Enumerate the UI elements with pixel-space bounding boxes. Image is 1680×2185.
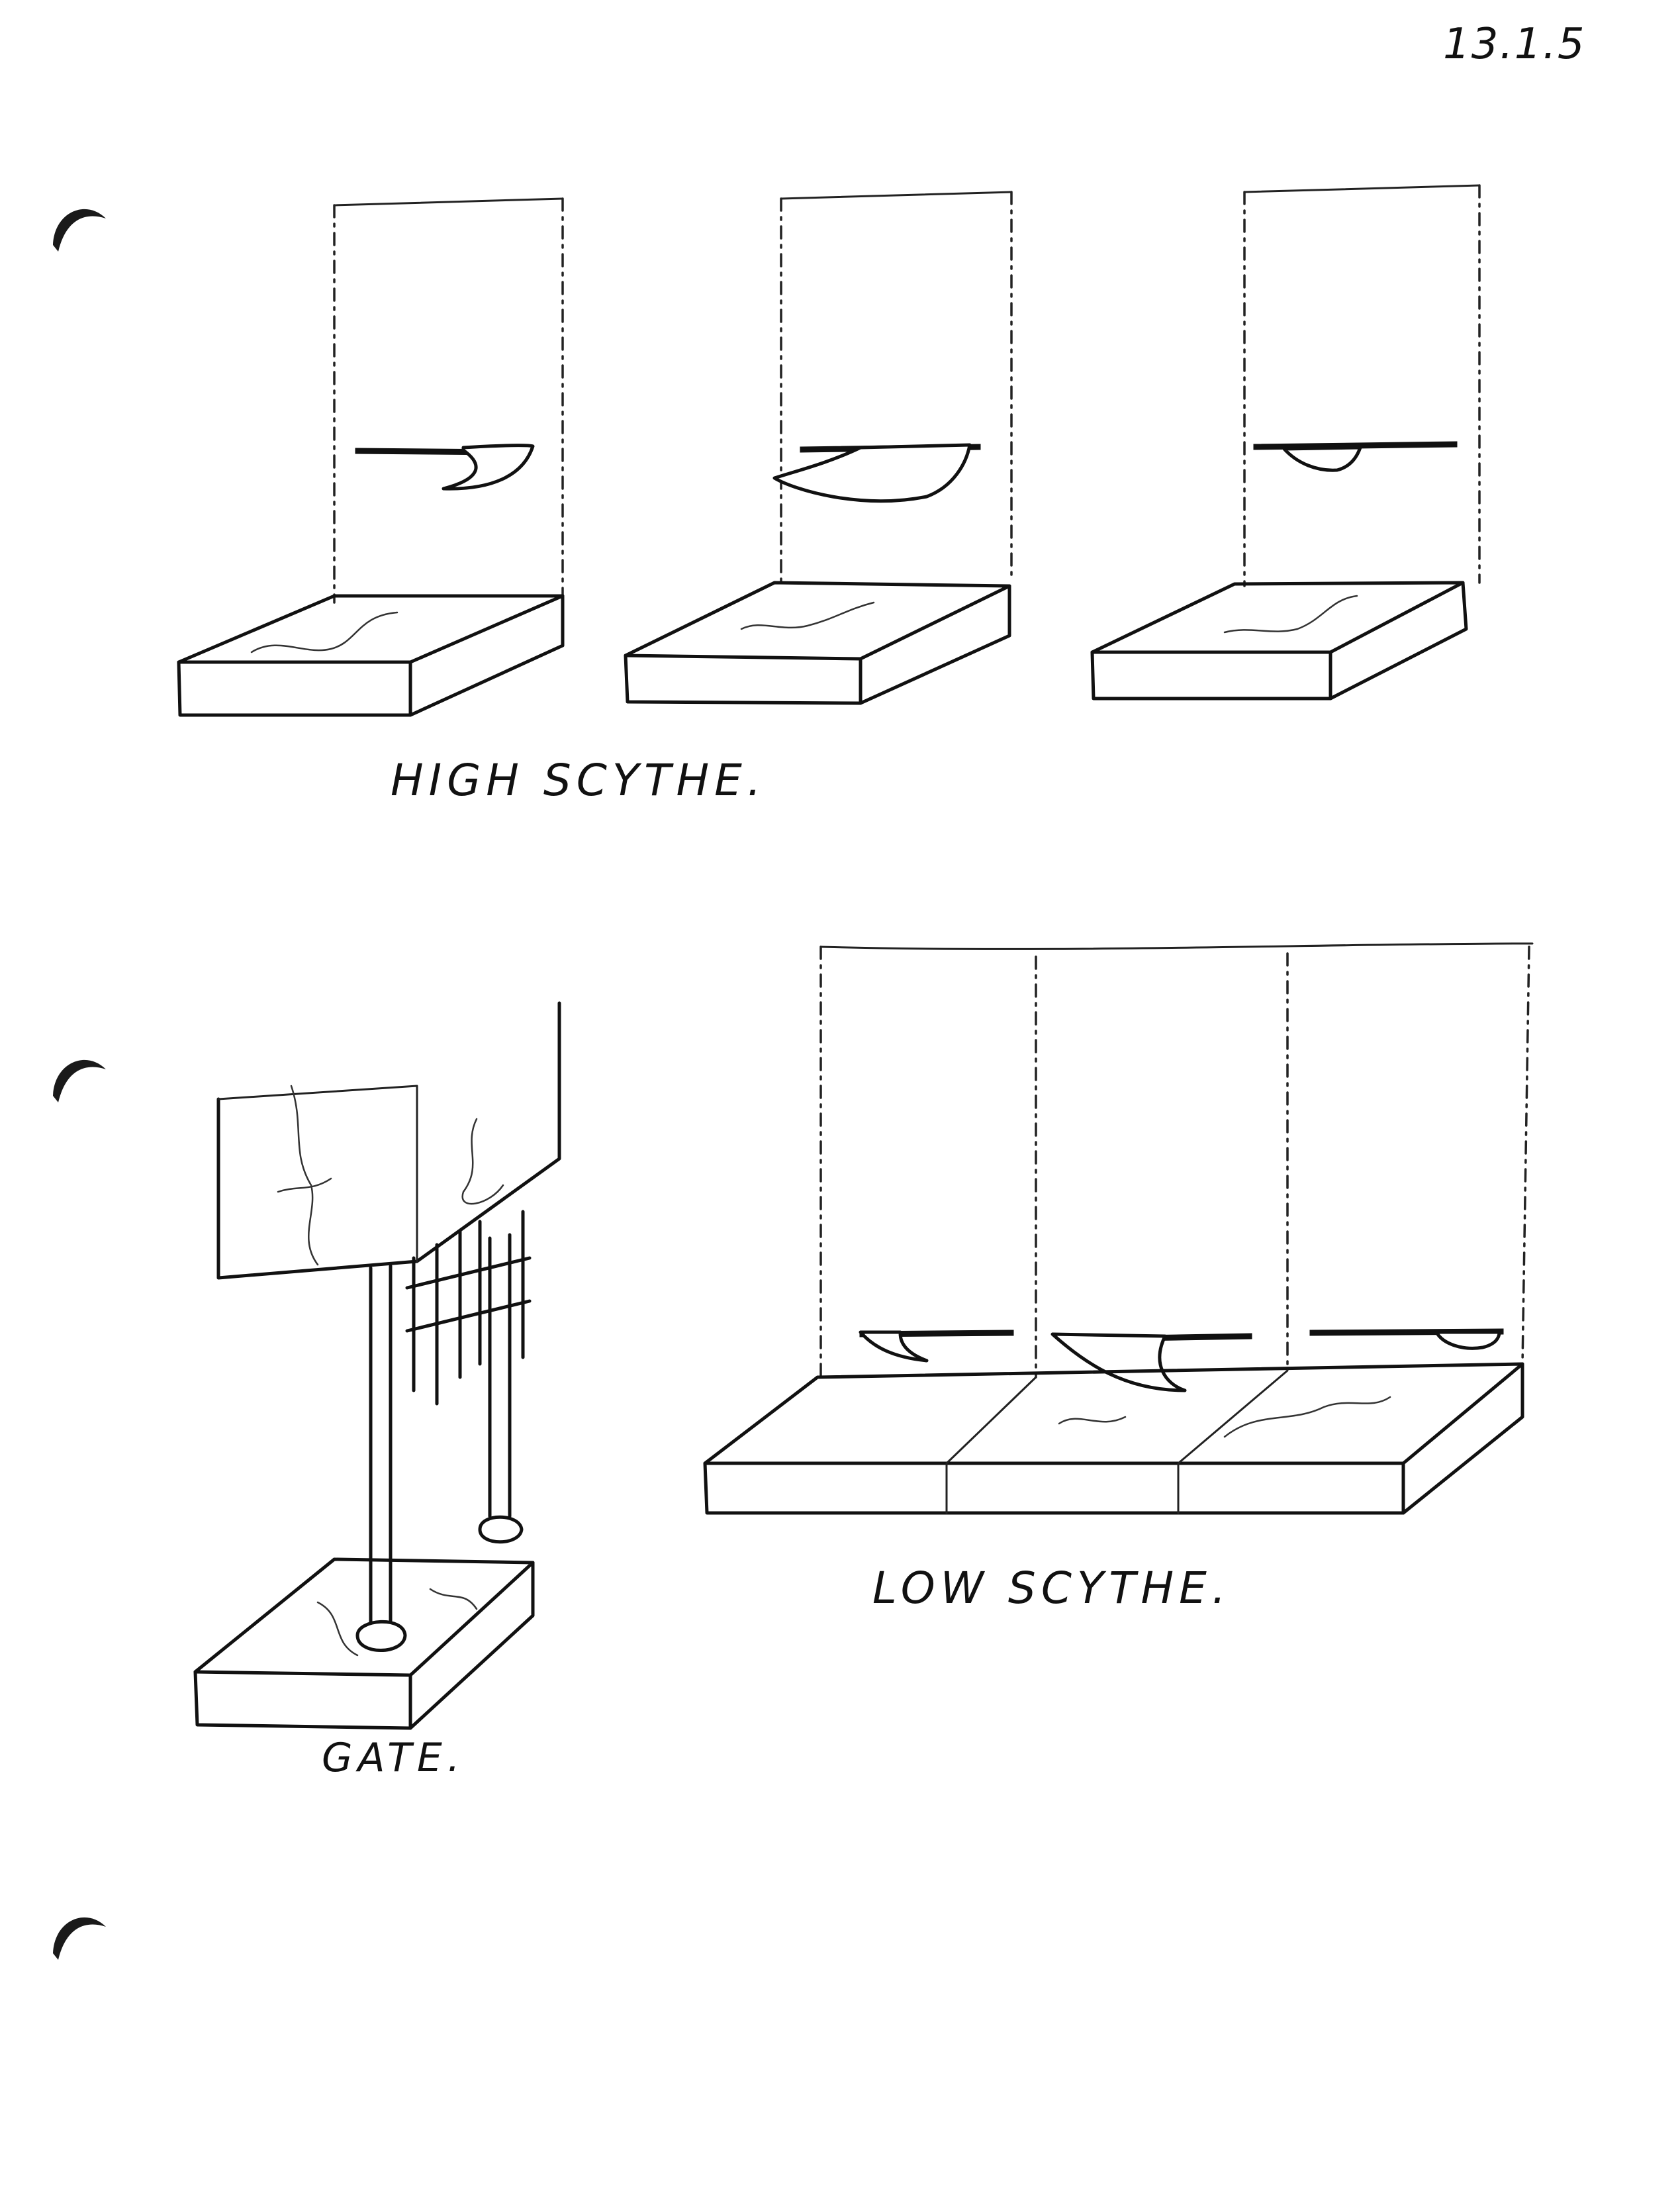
high-scythe-sketch-3 — [1090, 184, 1481, 701]
high-scythe-sketch-2 — [624, 191, 1013, 705]
caption-gate: GATE. — [322, 1735, 465, 1781]
high-scythe-sketch-1 — [177, 197, 565, 717]
low-scythe-sketch — [703, 942, 1534, 1515]
caption-low-scythe: LOW SCYTHE. — [872, 1563, 1231, 1614]
caption-high-scythe: HIGH SCYTHE. — [391, 755, 767, 806]
page-number: 13.1.5 — [1443, 20, 1586, 69]
binder-hole-icon — [53, 209, 106, 252]
binder-hole-icon — [53, 1059, 106, 1102]
binder-hole-icon — [53, 1917, 106, 1960]
gate-sketch — [193, 1001, 561, 1730]
